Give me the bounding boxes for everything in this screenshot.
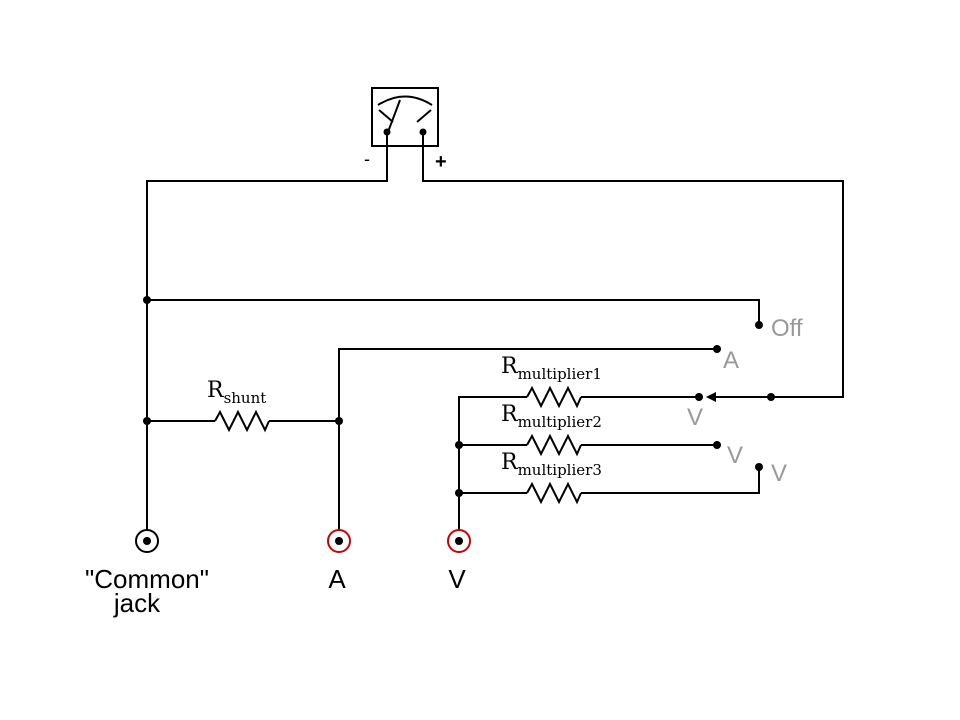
- wire-meter-minus-to-common: [146, 132, 388, 530]
- meter-plus-label: +: [435, 151, 447, 173]
- multiplier2-label: Rmultiplier2: [501, 402, 602, 431]
- switch-label-v2: V: [727, 442, 743, 469]
- v-jack-label: V: [448, 564, 466, 594]
- wire-meter-plus-to-switch: [422, 132, 844, 398]
- v-jack-pin: [455, 537, 463, 545]
- switch-contact-v3: [755, 463, 763, 471]
- switch-contact-off: [755, 321, 763, 329]
- wires: [146, 132, 844, 530]
- switch-contact-v2: [713, 441, 721, 449]
- multiplier3-label: Rmultiplier3: [501, 450, 602, 479]
- common-jack-label-line1: "Common": [85, 564, 209, 594]
- resistor-multiplier3: [526, 481, 582, 505]
- switch-label-a: A: [723, 347, 739, 374]
- wire-a-position: [338, 348, 717, 530]
- switch-label-v1: V: [687, 404, 703, 431]
- junctions: [143, 296, 463, 497]
- a-jack-label: A: [328, 564, 346, 594]
- switch-label-off: Off: [771, 315, 803, 342]
- common-jack-label-line2: jack: [113, 588, 161, 618]
- common-jack[interactable]: [135, 529, 159, 553]
- a-jack-pin: [335, 537, 343, 545]
- meter-needle: [387, 99, 401, 133]
- shunt-label: Rshunt: [207, 378, 266, 407]
- multiplier1-label: Rmultiplier1: [501, 354, 602, 383]
- junction-off-common: [143, 296, 151, 304]
- resistor-multiplier1: [526, 385, 582, 409]
- meter-scale-arc: [377, 95, 433, 106]
- common-jack-pin: [143, 537, 151, 545]
- wire-mult3-to-v3: [581, 467, 760, 494]
- junction-shunt-a: [335, 417, 343, 425]
- meter-box: [371, 87, 439, 147]
- meter-movement: [371, 87, 439, 147]
- switch-wiper-arrow: [706, 392, 716, 402]
- resistor-multiplier2: [526, 433, 582, 457]
- meter-tick-right: [416, 109, 432, 123]
- a-jack[interactable]: [327, 529, 351, 553]
- junction-bus-mult3: [455, 489, 463, 497]
- selector-switch: [695, 321, 775, 471]
- switch-contact-v1: [695, 393, 703, 401]
- junction-shunt-common: [143, 417, 151, 425]
- switch-label-v3: V: [771, 460, 787, 487]
- wire-v-bus: [458, 396, 527, 530]
- wire-off-position: [147, 299, 760, 325]
- resistor-shunt: [214, 409, 270, 433]
- v-jack[interactable]: [447, 529, 471, 553]
- meter-tick-left: [378, 109, 394, 123]
- switch-contact-a: [713, 345, 721, 353]
- meter-minus-label: -: [364, 149, 370, 169]
- junction-bus-mult2: [455, 441, 463, 449]
